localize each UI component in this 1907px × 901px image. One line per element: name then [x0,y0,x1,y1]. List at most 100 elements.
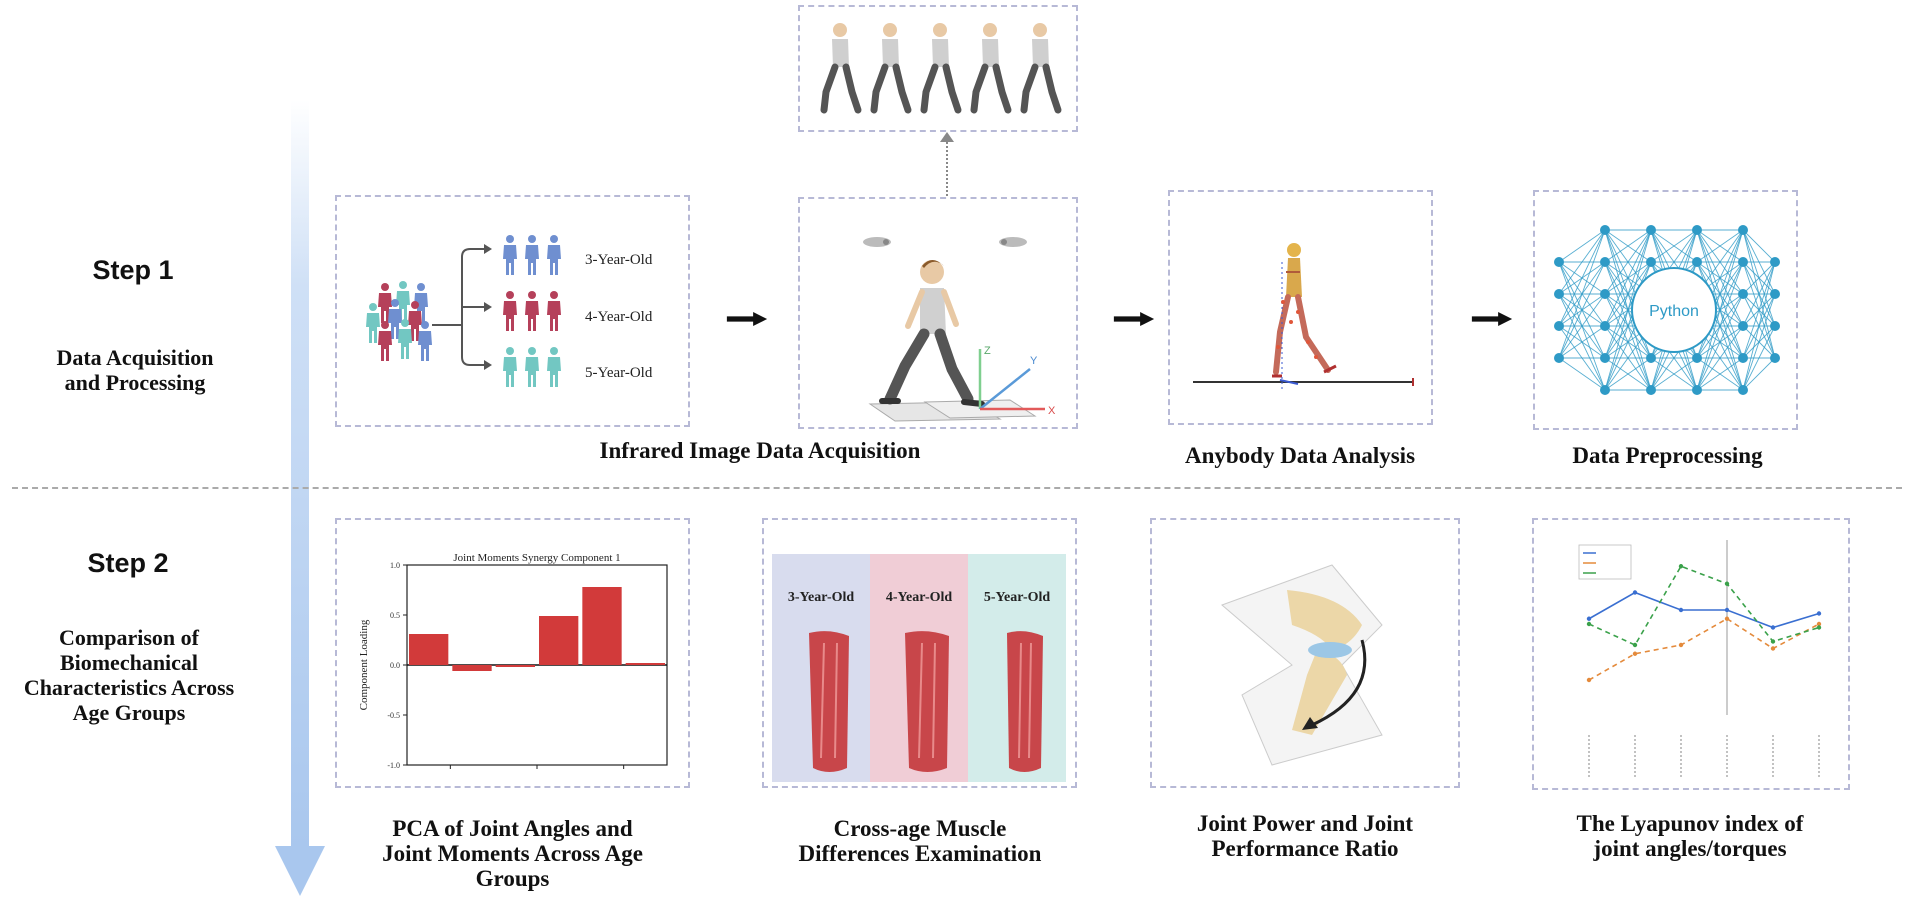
lyapunov-chart-panel [1532,518,1850,790]
network-node [1600,353,1610,363]
walker-figure [820,23,862,114]
step1-title: Step 1 [92,255,174,285]
network-node [1738,353,1748,363]
infrared-camera-icon [863,237,891,247]
data-point [1678,642,1684,648]
musculoskeletal-model-icon [1193,243,1414,392]
person-icon [503,235,517,275]
network-node [1770,289,1780,299]
network-node [1646,385,1656,395]
data-point [1632,642,1638,648]
muscle-label-5: 5-Year-Old [983,590,1051,605]
caption-muscle-differences: Cross-age Muscle Differences Examination [798,816,1042,866]
age-label-3: 3-Year-Old [585,252,653,268]
bar [582,587,622,665]
infrared-capture-panel: Z Y X [798,197,1078,429]
muscle-label-3: 3-Year-Old [787,590,855,605]
connector-arrow-up [940,132,954,142]
muscle-comparison-panel: 3-Year-Old 4-Year-Old 5-Year-Old [762,518,1077,788]
network-node [1646,257,1656,267]
flow-arrow-1 [726,312,768,326]
data-point [1632,590,1638,595]
age-groups-panel: 3-Year-Old 4-Year-Old 5-Year-Old [335,195,690,427]
network-node [1600,225,1610,235]
step2-title: Step 2 [87,548,169,578]
gait-sequence-panel [798,5,1078,132]
person-icon [547,291,561,331]
bar [539,616,579,665]
thigh-muscle-icon [905,631,949,772]
person-icon [503,291,517,331]
caption-infrared-acquisition: Infrared Image Data Acquisition [599,438,921,463]
data-point [1724,581,1730,586]
data-point [1816,625,1822,630]
data-point [1678,607,1684,613]
person-icon [378,321,392,361]
connector-dotted-line [946,138,948,196]
y-tick-label: -0.5 [387,711,400,720]
person-icon [547,347,561,387]
infrared-camera-icon [999,237,1027,247]
person-icon [525,235,539,275]
anybody-analysis-panel [1168,190,1433,425]
network-node [1770,321,1780,331]
network-node [1738,257,1748,267]
bar [625,663,665,665]
walking-figures [820,23,1062,114]
svg-text:Z: Z [984,345,991,357]
network-node [1770,353,1780,363]
chart-legend [1578,544,1632,580]
bar [452,665,492,671]
y-tick-label: 0.0 [390,661,400,670]
flow-arrow-3 [1471,312,1513,326]
person-icon [408,301,422,341]
network-node [1738,321,1748,331]
series-line [1588,565,1820,647]
bar [409,634,449,665]
person-icon [366,303,380,343]
network-node [1554,257,1564,267]
data-point [1586,621,1592,627]
network-node [1738,289,1748,299]
y-tick-label: 1.0 [390,561,400,570]
y-tick-label: 0.5 [390,611,400,620]
walker-figure [920,23,962,114]
walker-figure [970,23,1012,114]
person-icon [525,291,539,331]
network-node [1738,225,1748,235]
series-line [1588,591,1820,629]
chart-ylabel: Component Loading [358,619,370,710]
branch-arrows [432,244,492,370]
joint-power-panel [1150,518,1460,788]
data-point [1770,639,1776,644]
network-node [1770,257,1780,267]
svg-text:Y: Y [1030,355,1038,367]
vertical-flow-arrow [275,100,325,896]
walker-figure [1020,23,1062,114]
data-point [1816,611,1822,616]
chart-title: Joint Moments Synergy Component 1 [453,552,620,564]
python-label: Python [1649,303,1699,320]
walking-child-icon: Z Y X [868,260,1056,422]
caption-data-preprocessing: Data Preprocessing [1572,443,1763,468]
network-node [1692,225,1702,235]
preprocessing-panel: Python [1533,190,1798,430]
neural-network-icon: Python [1554,225,1780,395]
person-icon [398,319,412,359]
muscle-label-4: 4-Year-Old [885,590,953,605]
network-node [1738,385,1748,395]
person-icon [547,235,561,275]
step-separator [12,487,1902,489]
data-point [1724,607,1730,613]
step1-subtitle: Data Acquisition and Processing [56,345,214,395]
age-group-people-icons [503,235,561,387]
people-crowd-icon [366,281,432,361]
pca-bar-chart: Joint Moments Synergy Component 1 Compone… [358,552,668,770]
walker-figure [870,23,912,114]
data-point [1770,646,1776,651]
caption-lyapunov: The Lyapunov index of joint angles/torqu… [1576,811,1804,861]
pca-chart-panel: Joint Moments Synergy Component 1 Compone… [335,518,690,788]
series-line [1588,617,1820,681]
knee-joint-icon [1221,564,1383,766]
data-point [1724,616,1730,621]
